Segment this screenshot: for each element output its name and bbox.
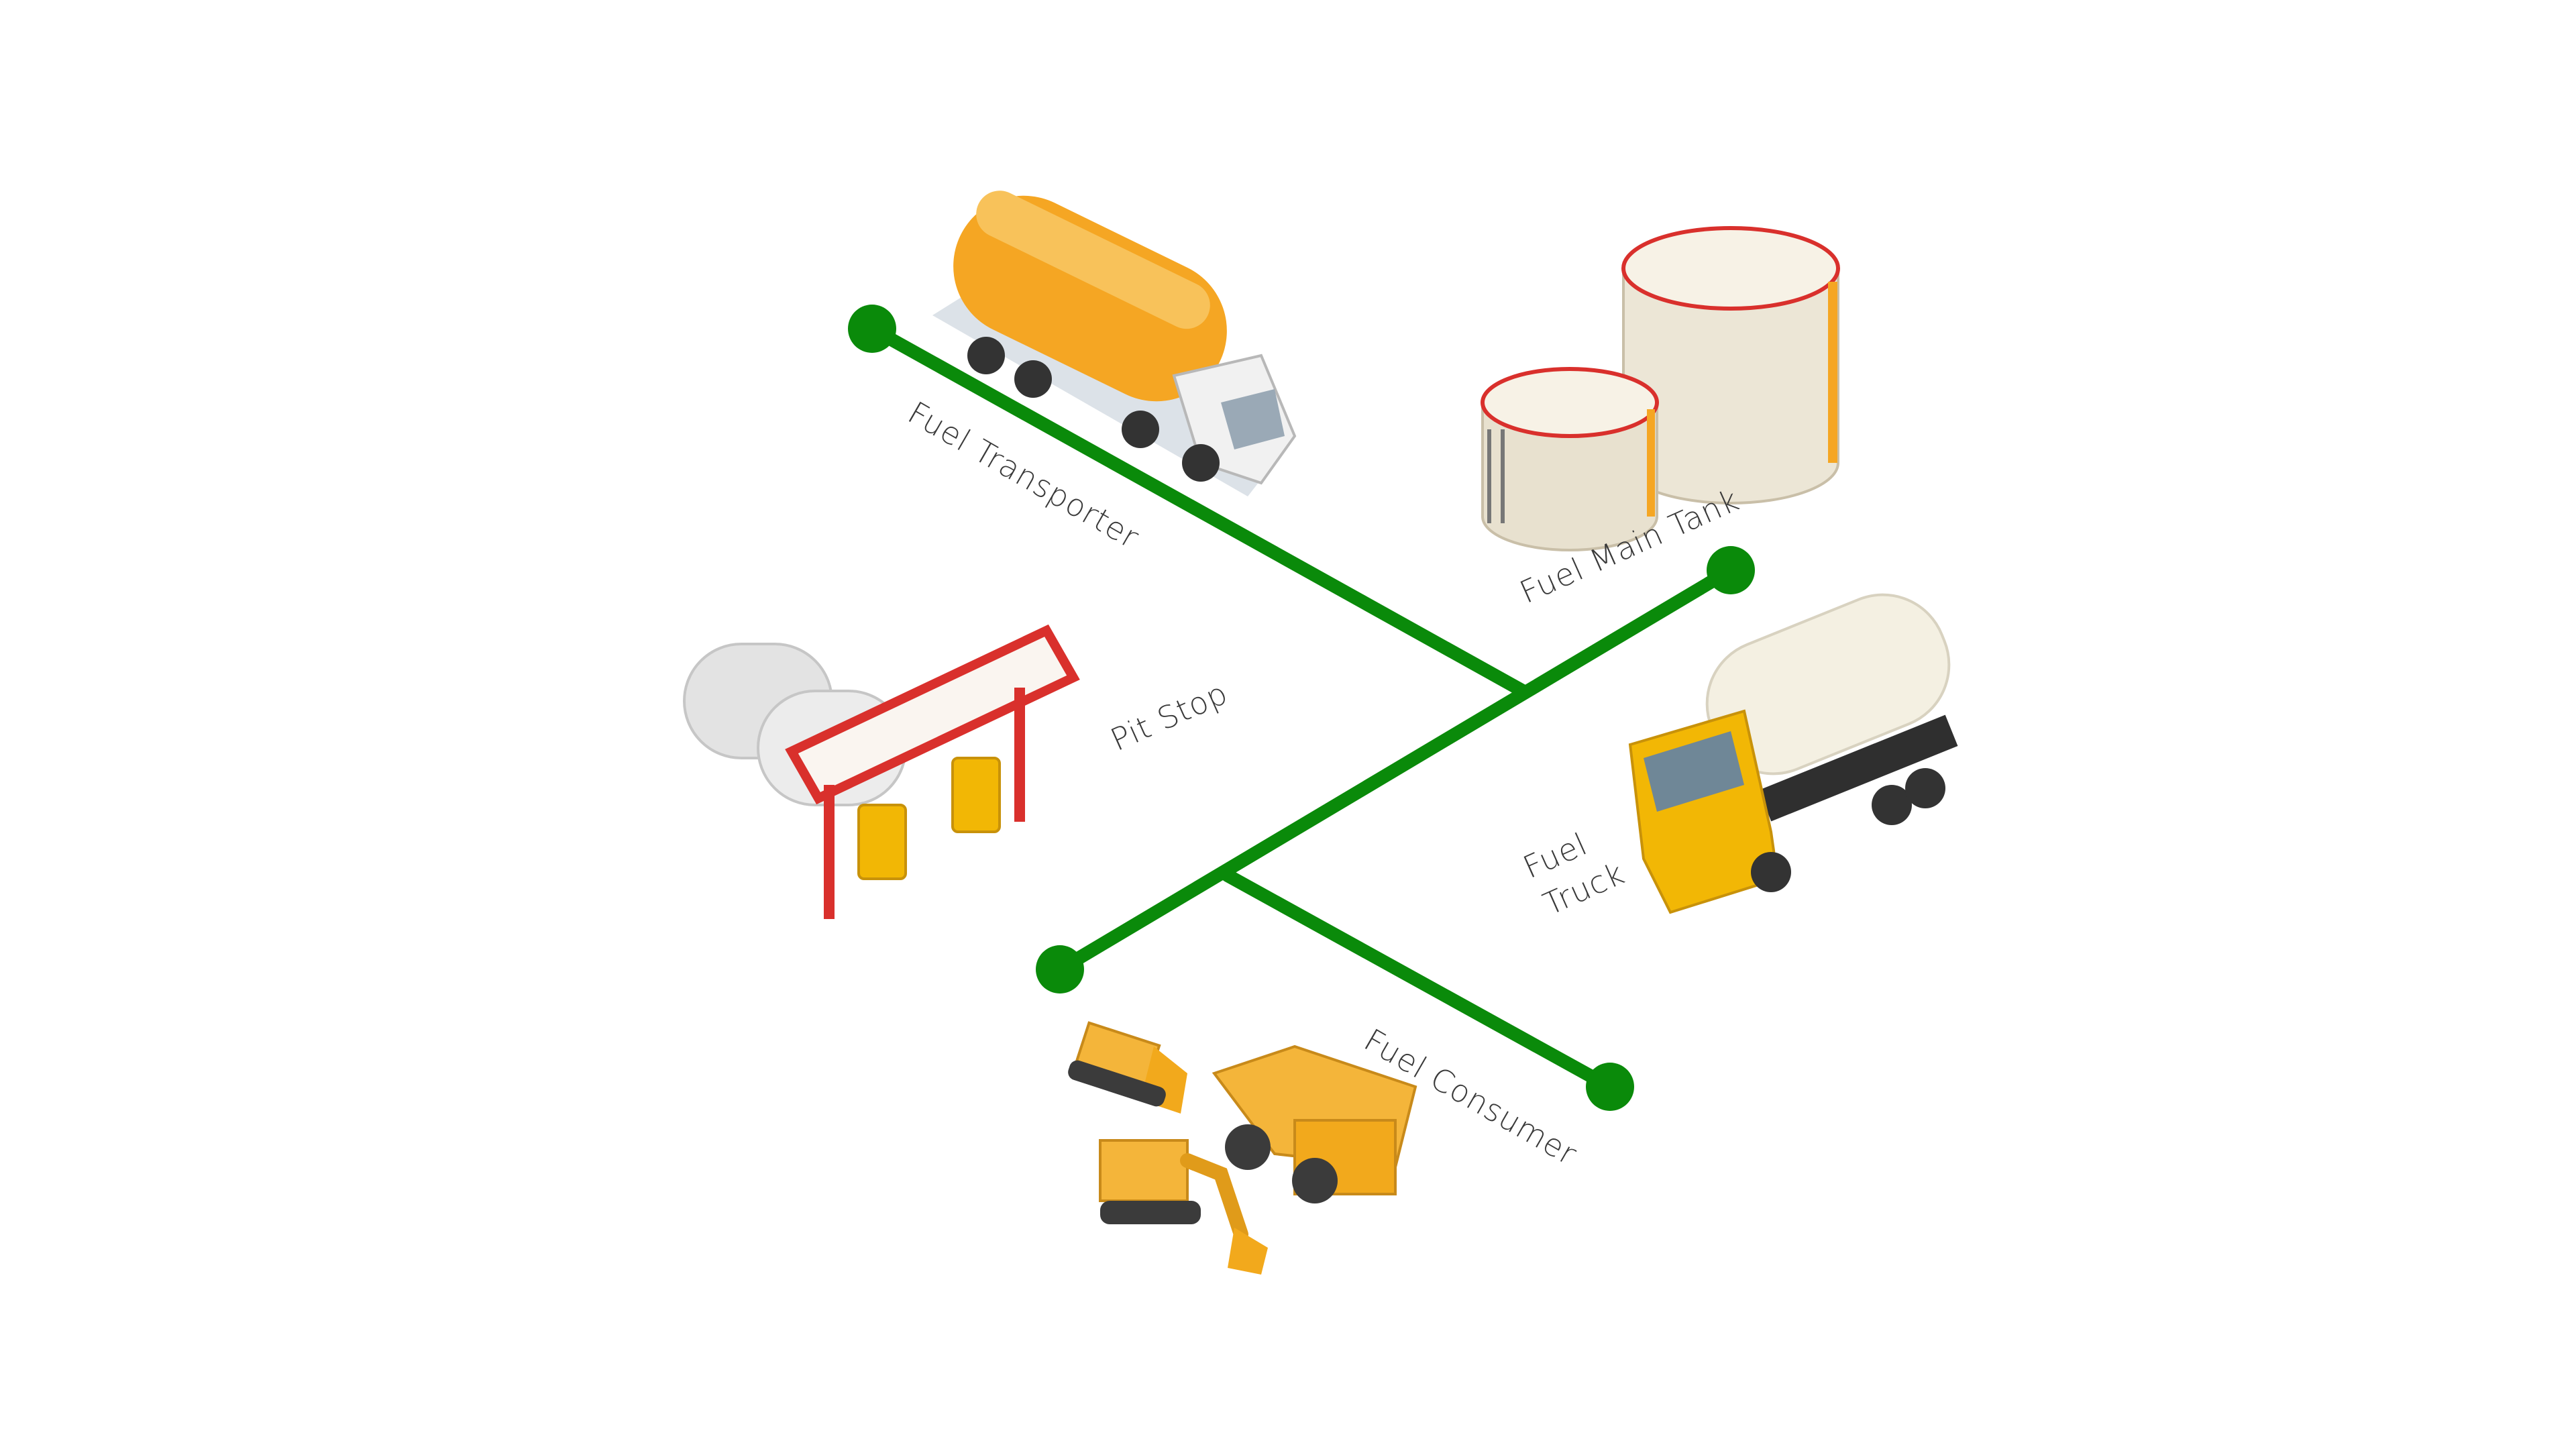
pit-stop-illustration [683, 624, 1080, 919]
network-lines [865, 322, 1737, 1093]
fuel-transporter-illustration [932, 191, 1297, 496]
connector-transporter-to-junction [865, 322, 1529, 698]
label-pit-stop: Pit Stop [1106, 675, 1234, 758]
connector-main-tank-to-pit-stop [1053, 564, 1737, 976]
endpoint-fuel-consumer[interactable] [1586, 1063, 1634, 1111]
fuel-consumer-illustration [1068, 1021, 1417, 1275]
fuel-main-tank-illustration [1481, 226, 1840, 551]
endpoint-fuel-main-tank[interactable] [1707, 546, 1755, 594]
connector-branch-to-consumer [1221, 869, 1617, 1093]
endpoint-pit-stop[interactable] [1036, 945, 1084, 994]
endpoint-fuel-transporter[interactable] [848, 305, 896, 353]
fuel-truck-illustration [1628, 593, 1958, 914]
